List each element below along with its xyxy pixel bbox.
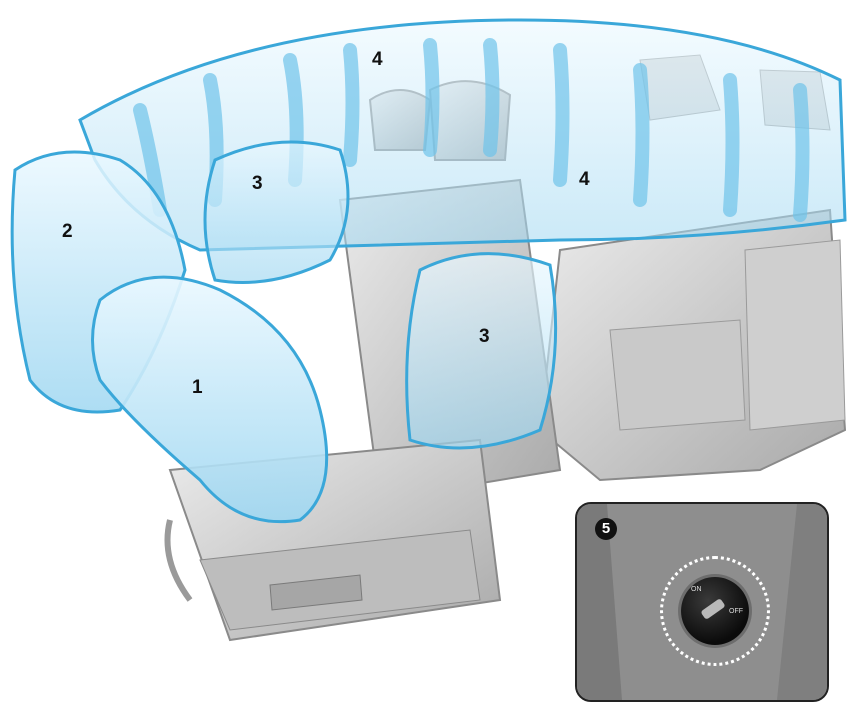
side-airbag-front-seat (205, 142, 348, 283)
callout-3-passenger-seat: 3 (479, 327, 490, 346)
switch-on-label: ON (691, 586, 702, 593)
curtain-airbag (80, 20, 845, 250)
knee-front-airbag (93, 277, 327, 522)
airbag-switch-inset: 5 ON OFF (575, 502, 829, 702)
callout-3-front-seat: 3 (252, 174, 263, 193)
callout-5-badge: 5 (595, 518, 617, 540)
side-airbag-passenger-seat (407, 254, 556, 448)
callout-4-right: 4 (579, 170, 590, 189)
callout-2: 2 (62, 222, 73, 241)
switch-off-label: OFF (729, 608, 743, 615)
callout-4-top: 4 (372, 50, 383, 69)
callout-1: 1 (192, 378, 203, 397)
